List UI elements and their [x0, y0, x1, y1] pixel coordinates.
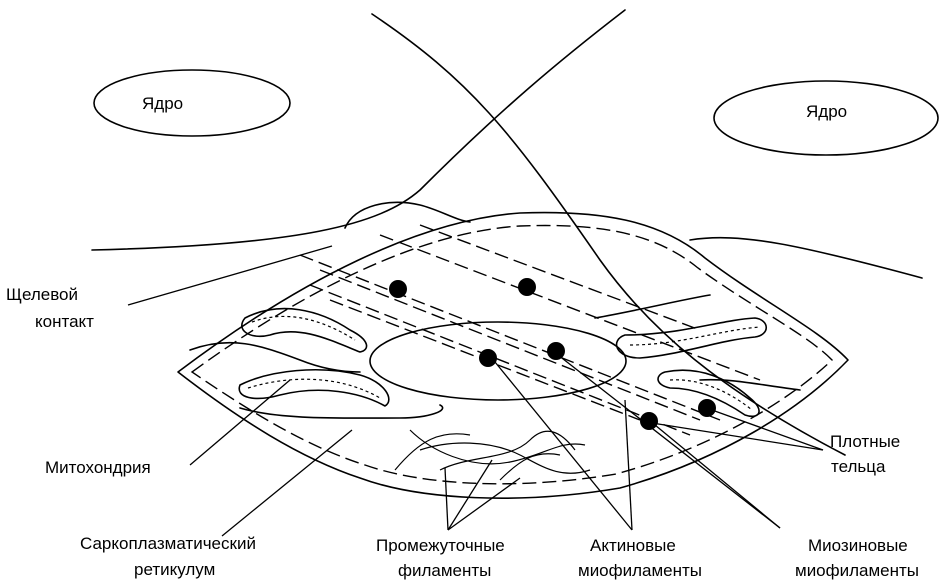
nucleus-right [713, 80, 939, 156]
label-intermediate-line1: Промежуточные [376, 536, 505, 555]
label-sr-line1: Саркоплазматический [80, 534, 256, 553]
neighbour-cell-outlines [91, 9, 923, 456]
myofilaments [299, 224, 761, 436]
label-gap-junction-line1: Щелевой [6, 285, 78, 304]
label-dense-bodies-line2: тельца [831, 457, 886, 476]
label-intermediate-line2: филаменты [398, 561, 491, 580]
intermediate-filaments [394, 429, 591, 481]
nucleus-left [93, 69, 291, 137]
label-nucleus-left: Ядро [142, 94, 183, 113]
dense-body [640, 412, 658, 430]
cell-bulge [344, 201, 471, 229]
label-sr-line2: ретикулум [134, 560, 215, 579]
label-gap-junction-line2: контакт [35, 312, 94, 331]
dense-body [479, 349, 497, 367]
dense-body [389, 280, 407, 298]
leader-lines [127, 245, 824, 537]
dense-bodies [389, 278, 716, 430]
label-actin-line1: Актиновые [590, 536, 676, 555]
label-mitochondrion: Митохондрия [45, 458, 151, 477]
nucleus-central [369, 321, 627, 401]
label-myosin-line1: Миозиновые [808, 536, 908, 555]
label-nucleus-right: Ядро [806, 102, 847, 121]
label-actin-line2: миофиламенты [578, 561, 702, 580]
cell-membrane [177, 211, 849, 499]
dense-body [547, 342, 565, 360]
dense-body [698, 399, 716, 417]
sarcoplasmic-reticulum [189, 294, 801, 419]
label-myosin-line2: миофиламенты [795, 561, 919, 580]
label-dense-bodies-line1: Плотные [830, 432, 900, 451]
dense-body [518, 278, 536, 296]
